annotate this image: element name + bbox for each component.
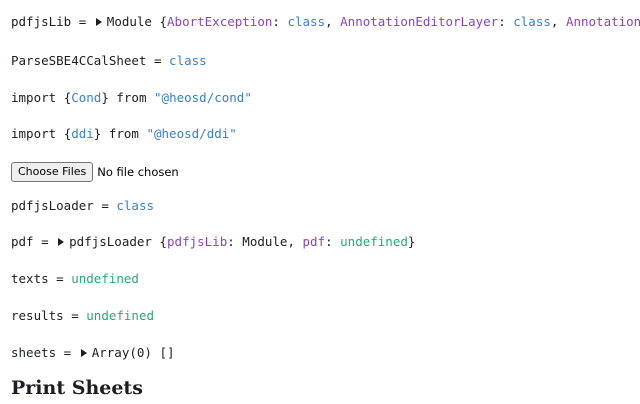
value-type[interactable]: Array(0) xyxy=(91,345,152,360)
var-name: results xyxy=(11,308,64,323)
section-heading: Print Sheets xyxy=(11,377,143,399)
import-source[interactable]: "@heosd/cond" xyxy=(154,90,252,105)
expand-triangle-icon[interactable] xyxy=(95,18,102,26)
var-name: pdf xyxy=(11,234,34,249)
expand-triangle-icon[interactable] xyxy=(80,349,87,357)
cell-results: results = undefined xyxy=(11,308,154,323)
cell-pdfjslib: pdfjsLib = Module {AbortException: class… xyxy=(11,14,640,29)
value: class xyxy=(116,198,155,213)
var-name: texts xyxy=(11,271,49,286)
value: undefined xyxy=(86,308,154,323)
cell-import-ddi: import {ddi} from "@heosd/ddi" xyxy=(11,123,640,145)
file-status: No file chosen xyxy=(97,164,179,179)
var-name: pdfjsLoader xyxy=(11,198,94,213)
value-type[interactable]: pdfjsLoader xyxy=(69,234,152,249)
cell-pdf: pdf = pdfjsLoader {pdfjsLib: Module, pdf… xyxy=(11,234,416,249)
var-name: sheets xyxy=(11,345,57,360)
cell-pdfjsloader: pdfjsLoader = class xyxy=(11,198,155,213)
value-type[interactable]: Module xyxy=(106,14,152,29)
choose-files-button[interactable]: Choose Files xyxy=(11,161,94,182)
cell-sheets: sheets = Array(0) [] xyxy=(11,345,175,360)
cell-import-cond: import {Cond} from "@heosd/cond" xyxy=(11,87,640,109)
value: [] xyxy=(151,345,175,360)
import-source[interactable]: "@heosd/ddi" xyxy=(146,126,237,141)
cell-texts: texts = undefined xyxy=(11,271,139,286)
cell-parse-sheet: ParseSBE4CCalSheet = class xyxy=(11,53,207,68)
value: undefined xyxy=(71,271,139,286)
var-name: pdfjsLib xyxy=(11,14,72,29)
expand-triangle-icon[interactable] xyxy=(58,238,65,246)
var-name: ParseSBE4CCalSheet xyxy=(11,53,147,68)
value: class xyxy=(169,53,207,68)
